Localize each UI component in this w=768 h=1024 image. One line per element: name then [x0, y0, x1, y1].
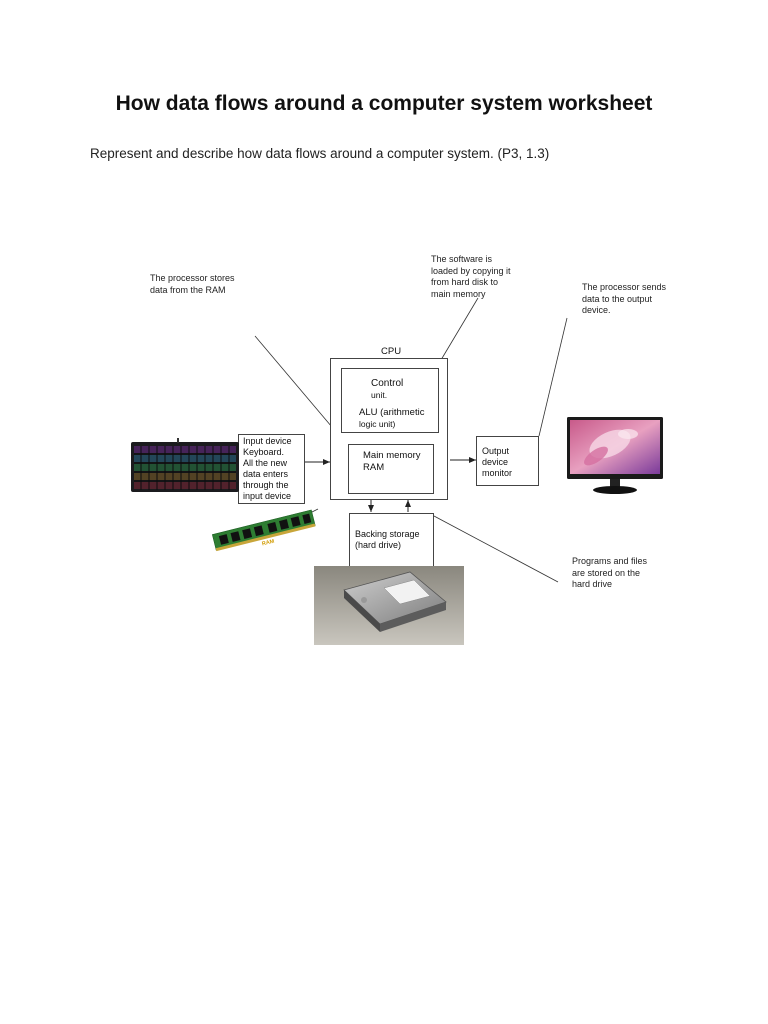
hard-drive-image [314, 566, 464, 645]
control-unit-box: Control unit. ALU (arithmetic logic unit… [341, 368, 439, 433]
cpu-label: CPU [379, 346, 404, 358]
note-software-loaded: The software is loaded by copying it fro… [431, 254, 511, 299]
monitor-image [567, 417, 663, 494]
main-memory-box: Main memory RAM [348, 444, 434, 494]
note-processor-stores: The processor stores data from the RAM [150, 273, 235, 295]
note-programs-files: Programs and files are stored on the har… [572, 556, 648, 589]
input-device-box: Input device Keyboard. All the new data … [238, 434, 305, 504]
worksheet-instructions: Represent and describe how data flows ar… [90, 146, 550, 161]
worksheet-title: How data flows around a computer system … [115, 92, 653, 115]
output-device-box: Output device monitor [476, 436, 539, 486]
ram-stick-image [211, 509, 316, 552]
note-processor-sends: The processor sends data to the output d… [582, 282, 667, 315]
backing-storage-box: Backing storage (hard drive) [349, 513, 434, 567]
keyboard-image [131, 438, 239, 492]
